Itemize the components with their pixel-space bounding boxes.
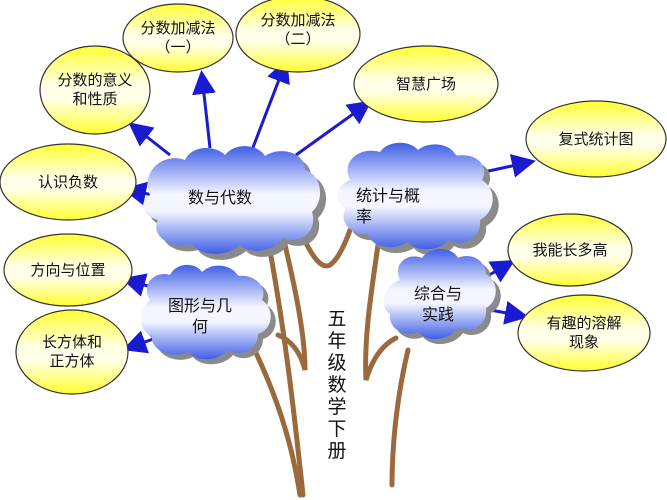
topic-fraction-meaning: 分数的意义 和性质 — [57, 71, 133, 108]
topic-compound-statistics-chart: 复式统计图 — [558, 129, 634, 148]
topic-ellipse — [235, 0, 361, 73]
branch-number-algebra: 数与代数 — [187, 187, 252, 207]
topic-ellipse — [122, 3, 234, 73]
topic-ellipses — [0, 0, 667, 395]
topic-fraction-add-sub-2: 分数加减法 （二） — [260, 11, 336, 48]
topic-direction-position: 方向与位置 — [30, 260, 106, 279]
branch-statistics-probability: 统计与概 率 — [356, 186, 421, 226]
topic-ellipse — [15, 309, 129, 395]
topic-wisdom-square: 智慧广场 — [395, 74, 456, 93]
topic-ellipse — [0, 143, 137, 221]
diagram-title: 五年级数学下册 — [327, 308, 347, 462]
topic-ellipse — [507, 213, 633, 287]
topic-interesting-dissolution: 有趣的溶解 现象 — [546, 314, 622, 351]
topic-ellipse — [3, 233, 133, 307]
branch-comprehensive-practice: 综合与 实践 — [413, 284, 462, 324]
topic-ellipse — [525, 100, 667, 178]
topic-cuboid-cube: 长方体和 正方体 — [41, 333, 102, 370]
topic-ellipse — [517, 294, 651, 372]
branch-clouds — [140, 142, 501, 365]
topic-recognize-negative-numbers: 认识负数 — [37, 172, 98, 191]
topic-ellipse — [353, 45, 499, 123]
branch-geometry: 图形与几 何 — [167, 296, 232, 336]
topic-how-tall-can-i-grow: 我能长多高 — [532, 240, 608, 259]
topic-ellipse — [39, 45, 151, 135]
topic-fraction-add-sub-1: 分数加减法 （一） — [140, 19, 216, 56]
